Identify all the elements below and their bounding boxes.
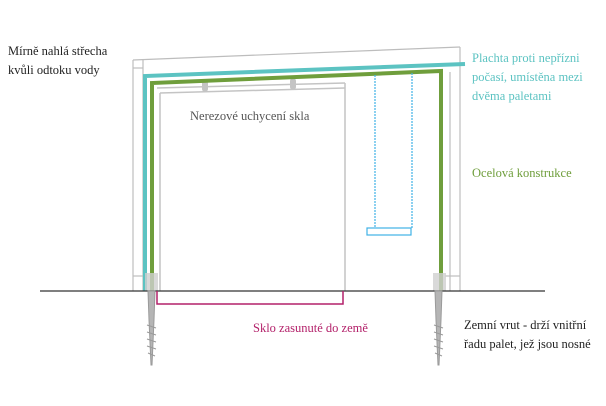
steel-structure-line [150, 68, 443, 291]
glass-clip-icon [202, 78, 296, 92]
ground-screw-icon [433, 290, 444, 366]
screw-label: Zemní vrut - drží vnitřní řadu palet, je… [464, 316, 591, 354]
ground-screw-icon [146, 290, 157, 366]
swing [366, 73, 413, 236]
screw-label-line: řadu palet, jež jsou nosné [464, 337, 591, 351]
steel-label: Ocelová konstrukce [472, 166, 572, 180]
screw-label-line: Zemní vrut - drží vnitřní [464, 318, 587, 332]
glass-panel [156, 82, 346, 291]
roof-label: Mírně nahlá střecha kvůli odtoku vody [8, 42, 107, 80]
post-base [145, 273, 446, 291]
clips-label: Nerezové uchycení skla [190, 109, 310, 123]
tarp-label-line: dvěma paletami [472, 89, 552, 103]
roof-label-line: Mírně nahlá střecha [8, 44, 108, 58]
tarp-line [143, 62, 466, 291]
glass-ground-label: Sklo zasunuté do země [253, 321, 368, 335]
glass-in-ground [156, 291, 344, 305]
roof-label-line: kvůli odtoku vody [8, 63, 100, 77]
tarp-label-line: počasí, umístěna mezi [472, 70, 583, 84]
tarp-label: Plachta proti nepřízni počasí, umístěna … [472, 49, 583, 106]
tarp-label-line: Plachta proti nepřízni [472, 51, 580, 65]
